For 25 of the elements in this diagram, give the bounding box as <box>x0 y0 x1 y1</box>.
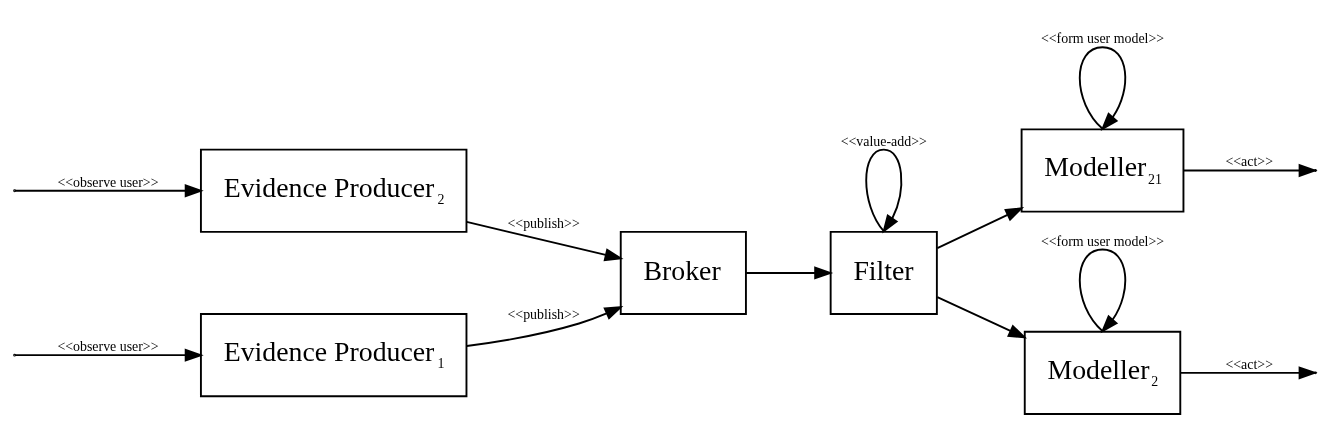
node-box: Evidence Producer$_{1}$ <box>199 312 468 397</box>
arrow <box>465 305 624 347</box>
edge-label: <<act>> <box>1225 356 1273 372</box>
arrow <box>936 206 1025 249</box>
edge-label: <<observe user>> <box>57 338 159 354</box>
edge-label: <<publish>> <box>507 215 580 231</box>
node-box: Evidence Producer$_{2}$ <box>199 148 468 233</box>
arrow <box>936 295 1028 339</box>
edge-label: <<form user model>> <box>1040 233 1165 249</box>
arrow <box>465 220 624 261</box>
edge-label: <<act>> <box>1225 153 1273 169</box>
edge-label: <<publish>> <box>507 306 580 322</box>
arrow <box>14 183 204 197</box>
node-box: Filter <box>829 230 938 315</box>
arrow <box>1078 45 1127 131</box>
arrow <box>865 148 903 234</box>
edge-label: <<form user model>> <box>1040 30 1165 46</box>
edge-label: <<observe user>> <box>57 174 159 190</box>
edge-label: <<value-add>> <box>840 133 927 149</box>
arrow <box>745 265 834 280</box>
node-box: Modeller$_{2}$ <box>1023 330 1182 415</box>
arrow <box>14 348 204 362</box>
arrow <box>1078 248 1127 333</box>
node-box: Broker <box>619 230 747 315</box>
node-box: Modeller$_{21}$ <box>1020 128 1185 213</box>
